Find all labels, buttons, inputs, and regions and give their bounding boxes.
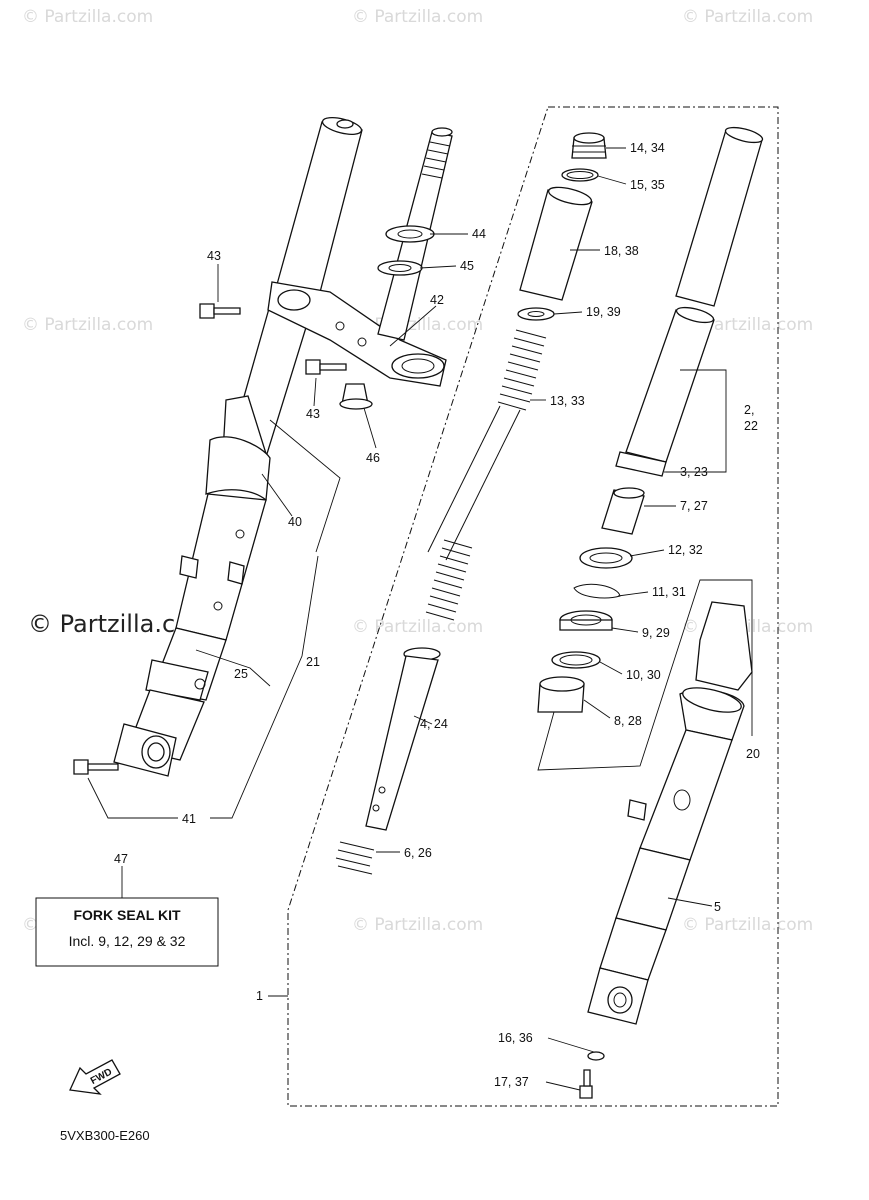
callout-40: 40	[288, 515, 302, 529]
callout-1: 1	[256, 989, 263, 1003]
callout-45: 45	[460, 259, 474, 273]
kit-title: FORK SEAL KIT	[73, 907, 181, 923]
callout-10-30: 10, 30	[626, 668, 661, 682]
callout-5: 5	[714, 900, 721, 914]
callout-19-39: 19, 39	[586, 305, 621, 319]
callout-8-28: 8, 28	[614, 714, 642, 728]
watermark: © Partzilla.com	[22, 315, 153, 335]
callout-21: 21	[306, 655, 320, 669]
callout-17-37: 17, 37	[494, 1075, 529, 1089]
fork-seal-kit-box: FORK SEAL KIT Incl. 9, 12, 29 & 32	[35, 897, 219, 967]
callout-20: 20	[746, 747, 760, 761]
callout-43-lower: 43	[306, 407, 320, 421]
assembly-outline	[287, 106, 779, 1107]
watermark: © Partzilla.com	[352, 7, 483, 27]
exploded-right-parts	[537, 126, 764, 1099]
watermark: © Partzilla.com	[352, 915, 483, 935]
callouts: 14, 34 15, 35 18, 38 19, 39 13, 33 2, 22…	[114, 141, 760, 1089]
callout-14-34: 14, 34	[630, 141, 665, 155]
callout-9-29: 9, 29	[642, 626, 670, 640]
callout-46: 46	[366, 451, 380, 465]
callout-6-26: 6, 26	[404, 846, 432, 860]
watermark: © Partzilla.com	[22, 7, 153, 27]
callout-18-38: 18, 38	[604, 244, 639, 258]
callout-13-33: 13, 33	[550, 394, 585, 408]
callout-47: 47	[114, 852, 128, 866]
left-fork-assembly	[73, 117, 453, 777]
callout-43-upper: 43	[207, 249, 221, 263]
callout-4-24: 4, 24	[420, 717, 448, 731]
callout-15-35: 15, 35	[630, 178, 665, 192]
watermark: © Partzilla.com	[682, 315, 813, 335]
exploded-center-parts	[335, 132, 607, 875]
callout-44: 44	[472, 227, 486, 241]
callout-3-23: 3, 23	[680, 465, 708, 479]
forward-arrow-icon: FWD	[69, 1059, 121, 1095]
callout-16-36: 16, 36	[498, 1031, 533, 1045]
leader-lines	[87, 147, 753, 1091]
watermark: © Partzilla.com	[352, 617, 483, 637]
callout-25: 25	[234, 667, 248, 681]
callout-22: 22	[744, 419, 758, 433]
callout-41: 41	[182, 812, 196, 826]
callout-2: 2,	[744, 403, 754, 417]
callout-12-32: 12, 32	[668, 543, 703, 557]
callout-7-27: 7, 27	[680, 499, 708, 513]
watermark: © Partzilla.com	[682, 7, 813, 27]
diagram-code: 5VXB300-E260	[60, 1128, 150, 1143]
callout-11-31: 11, 31	[652, 585, 686, 599]
watermark: © Partzilla.com	[682, 915, 813, 935]
kit-description: Incl. 9, 12, 29 & 32	[69, 933, 186, 949]
callout-42: 42	[430, 293, 444, 307]
